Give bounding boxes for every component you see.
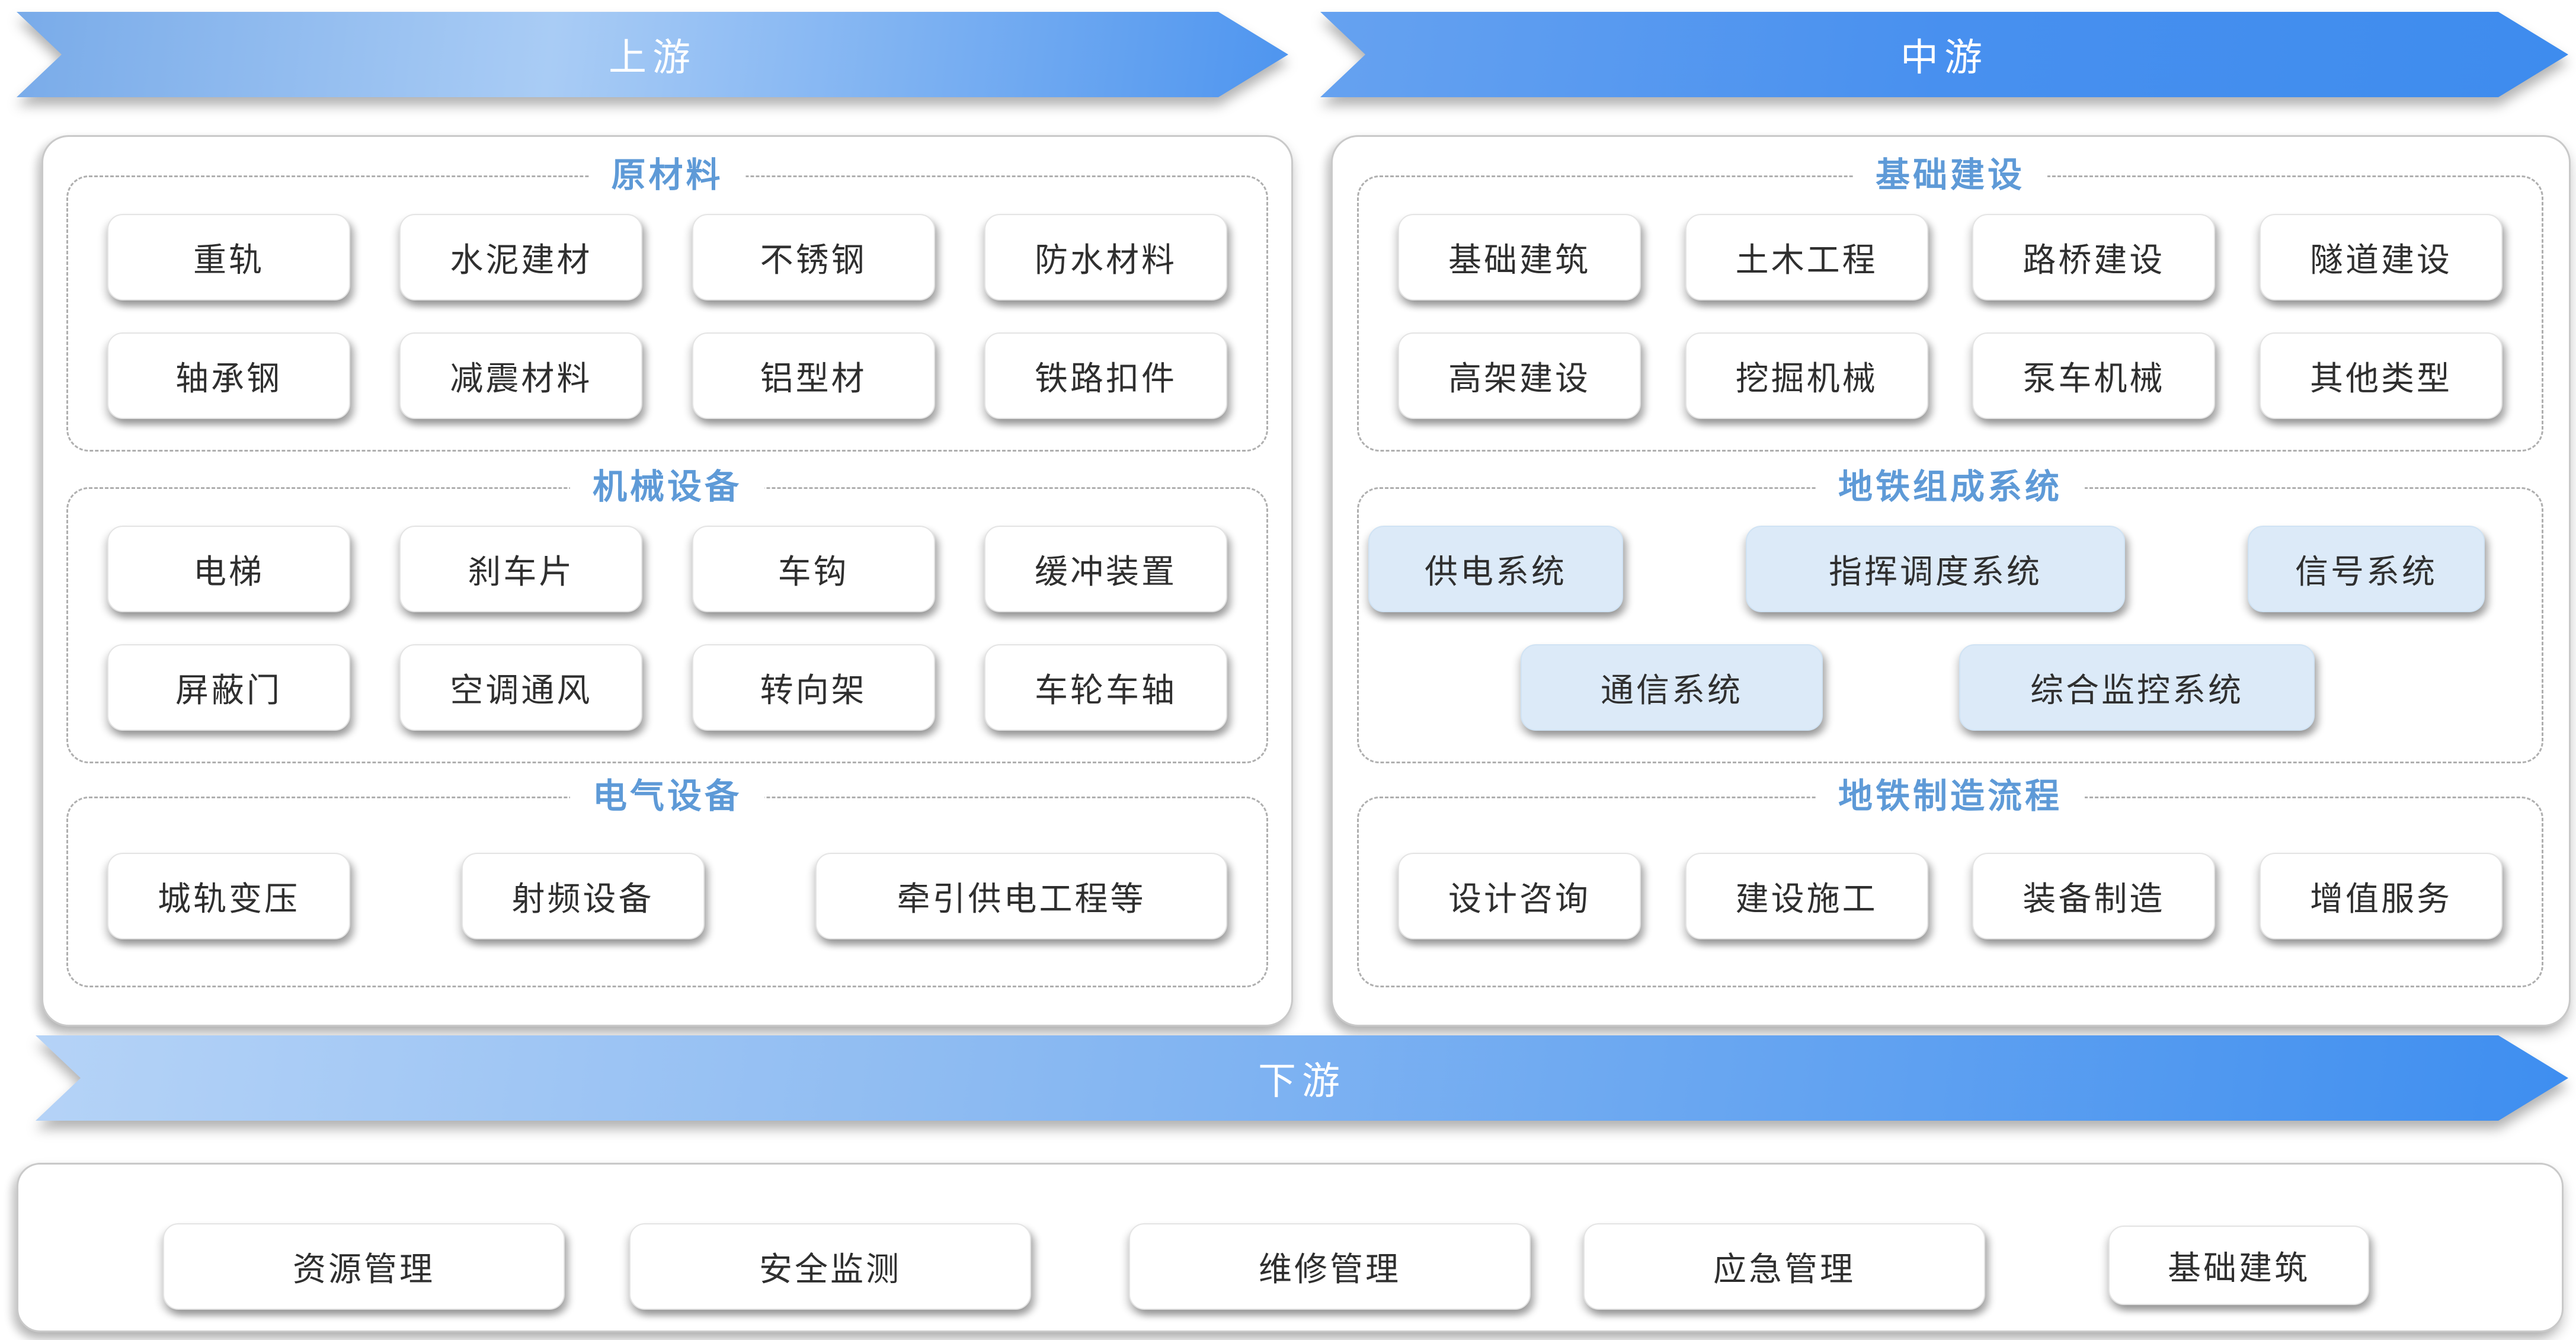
- metro-systems-row2: 通信系统 综合监控系统: [1359, 644, 2542, 731]
- chip: 射频设备: [461, 853, 705, 939]
- downstream-banner-wrap: 下游: [36, 1035, 2568, 1121]
- midstream-banner-label: 中游: [1900, 36, 1988, 79]
- section-raw-materials-title: 原材料: [588, 156, 746, 194]
- chip: 牵引供电工程等: [815, 853, 1227, 939]
- mechanical-equipment-grid: 电梯 刹车片 车钩 缓冲装置 屏蔽门 空调通风 转向架 车轮车轴: [68, 489, 1266, 762]
- chip: 水泥建材: [399, 214, 643, 300]
- chip: 缓冲装置: [984, 526, 1227, 612]
- chip: 供电系统: [1368, 526, 1623, 612]
- chip: 综合监控系统: [1959, 644, 2315, 731]
- section-metro-systems: 地铁组成系统 供电系统 指挥调度系统 信号系统 通信系统 综合监控系统: [1357, 468, 2543, 763]
- chip: 挖掘机械: [1685, 332, 1928, 419]
- chip: 指挥调度系统: [1746, 526, 2125, 612]
- upstream-banner-wrap: 上游: [17, 12, 1288, 97]
- metro-systems-row1: 供电系统 指挥调度系统 信号系统: [1359, 526, 2542, 612]
- chip: 装备制造: [1972, 853, 2216, 939]
- chip: 基础建筑: [1398, 214, 1641, 300]
- chip: 土木工程: [1685, 214, 1928, 300]
- chip: 电梯: [107, 526, 350, 612]
- section-metro-manufacturing-process-title: 地铁制造流程: [1815, 778, 2085, 815]
- section-infrastructure-title: 基础建设: [1852, 156, 2048, 194]
- chip: 铝型材: [692, 332, 935, 419]
- section-metro-systems-title: 地铁组成系统: [1815, 468, 2085, 506]
- chip: 刹车片: [399, 526, 643, 612]
- chip: 信号系统: [2248, 526, 2485, 612]
- infrastructure-grid: 基础建筑 土木工程 路桥建设 隧道建设 高架建设 挖掘机械 泵车机械 其他类型: [1359, 177, 2542, 450]
- upstream-banner-label: 上游: [609, 36, 696, 79]
- chip: 转向架: [692, 644, 935, 731]
- chip: 泵车机械: [1972, 332, 2216, 419]
- chip: 车钩: [692, 526, 935, 612]
- chip: 屏蔽门: [107, 644, 350, 731]
- section-mechanical-equipment: 机械设备 电梯 刹车片 车钩 缓冲装置 屏蔽门 空调通风 转向架 车轮车轴: [66, 468, 1268, 763]
- chip: 隧道建设: [2259, 214, 2503, 300]
- chip: 铁路扣件: [984, 332, 1227, 419]
- chip: 车轮车轴: [984, 644, 1227, 731]
- midstream-banner-wrap: 中游: [1320, 12, 2568, 97]
- chip: 其他类型: [2259, 332, 2503, 419]
- chip: 轴承钢: [107, 332, 350, 419]
- metro-systems-rows: 供电系统 指挥调度系统 信号系统 通信系统 综合监控系统: [1359, 489, 2542, 762]
- section-raw-materials: 原材料 重轨 水泥建材 不锈钢 防水材料 轴承钢 减震材料 铝型材 铁路扣件: [66, 156, 1268, 452]
- chip: 防水材料: [984, 214, 1227, 300]
- section-mechanical-equipment-title: 机械设备: [569, 468, 765, 506]
- chip: 维修管理: [1129, 1223, 1531, 1310]
- chip: 设计咨询: [1398, 853, 1641, 939]
- section-electrical-equipment-title: 电气设备: [569, 778, 765, 815]
- chip: 建设施工: [1685, 853, 1928, 939]
- chip: 减震材料: [399, 332, 643, 419]
- metro-manufacturing-row: 设计咨询 建设施工 装备制造 增值服务: [1359, 798, 2542, 986]
- chip: 高架建设: [1398, 332, 1641, 419]
- downstream-banner-label: 下游: [1258, 1060, 1346, 1102]
- chip: 城轨变压: [107, 853, 350, 939]
- chip: 路桥建设: [1972, 214, 2216, 300]
- raw-materials-grid: 重轨 水泥建材 不锈钢 防水材料 轴承钢 减震材料 铝型材 铁路扣件: [68, 177, 1266, 450]
- section-metro-manufacturing-process: 地铁制造流程 设计咨询 建设施工 装备制造 增值服务: [1357, 778, 2543, 987]
- chip: 不锈钢: [692, 214, 935, 300]
- chip: 安全监测: [629, 1223, 1031, 1310]
- electrical-equipment-row: 城轨变压 射频设备 牵引供电工程等: [68, 798, 1266, 986]
- chip: 重轨: [107, 214, 350, 300]
- chip: 增值服务: [2259, 853, 2503, 939]
- section-infrastructure: 基础建设 基础建筑 土木工程 路桥建设 隧道建设 高架建设 挖掘机械 泵车机械 …: [1357, 156, 2543, 452]
- chip: 资源管理: [163, 1223, 565, 1310]
- chip: 应急管理: [1583, 1223, 1985, 1310]
- chip: 通信系统: [1521, 644, 1823, 731]
- chip: 基础建筑: [2108, 1226, 2369, 1305]
- midstream-banner-arrow: 中游: [1320, 12, 2568, 97]
- downstream-banner-arrow: 下游: [36, 1035, 2568, 1121]
- chip: 空调通风: [399, 644, 643, 731]
- upstream-banner-arrow: 上游: [17, 12, 1288, 97]
- section-electrical-equipment: 电气设备 城轨变压 射频设备 牵引供电工程等: [66, 778, 1268, 987]
